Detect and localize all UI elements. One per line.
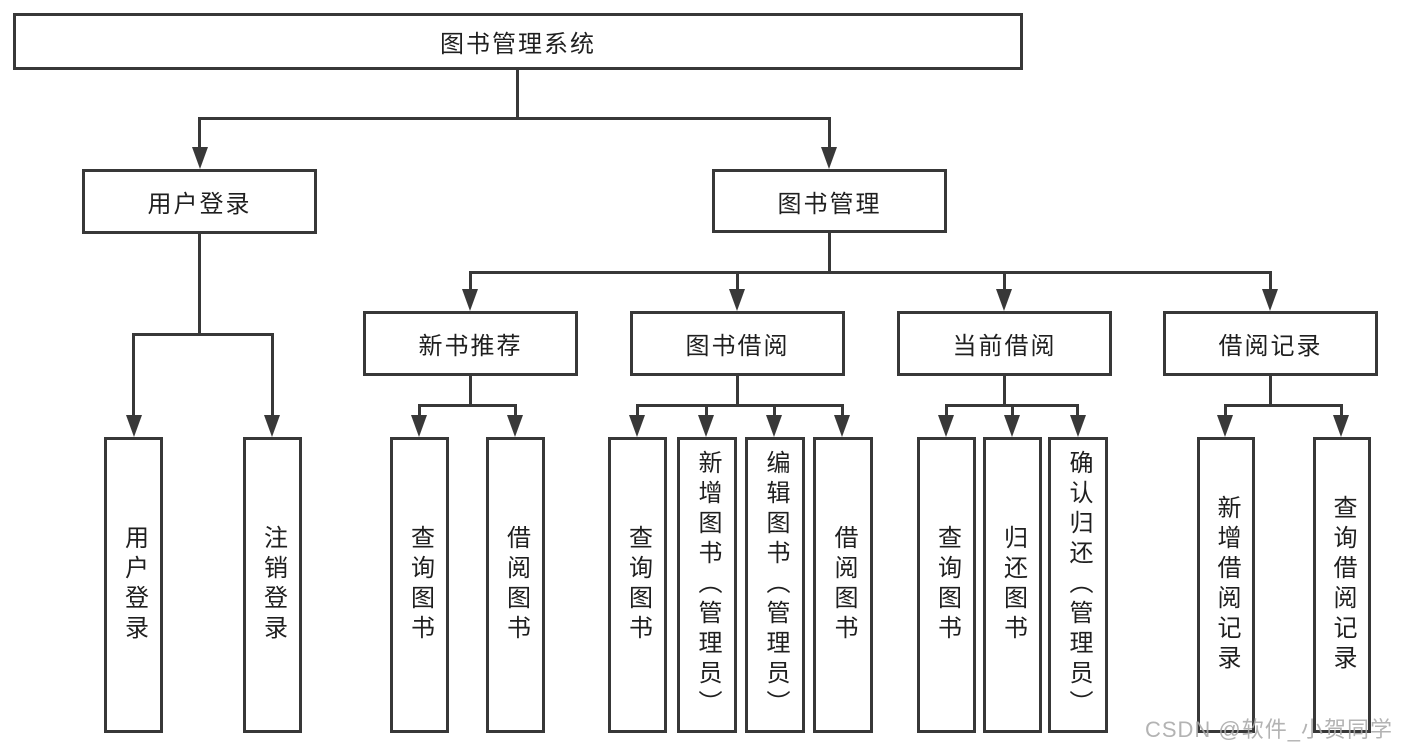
node-borrowing-records: 借阅记录 [1163, 311, 1378, 376]
leaf-edit-book-admin: 编辑图书（管理员） [745, 437, 805, 733]
leaf-query-books-borrowing: 查询图书 [608, 437, 667, 733]
connector-line [945, 404, 948, 416]
node-book-management: 图书管理 [712, 169, 947, 233]
leaf-query-books-recommend: 查询图书 [390, 437, 449, 733]
connector-line [469, 375, 472, 407]
connector-line [198, 117, 831, 120]
connector-line [1269, 271, 1272, 291]
connector-line [469, 271, 472, 291]
down-arrow [834, 415, 850, 437]
node-new-book-recommendation: 新书推荐 [363, 311, 578, 376]
down-arrow [462, 289, 478, 311]
connector-line [514, 404, 517, 416]
down-arrow [1070, 415, 1086, 437]
down-arrow [629, 415, 645, 437]
down-arrow [507, 415, 523, 437]
down-arrow [264, 415, 280, 437]
down-arrow [821, 147, 837, 169]
leaf-query-borrow-record: 查询借阅记录 [1313, 437, 1371, 733]
connector-line [1224, 404, 1227, 416]
connector-line [736, 375, 739, 407]
connector-line [828, 233, 831, 274]
connector-line [132, 333, 274, 336]
connector-line [736, 271, 739, 291]
leaf-borrow-books-borrowing: 借阅图书 [813, 437, 873, 733]
node-library-system: 图书管理系统 [13, 13, 1023, 70]
connector-line [271, 333, 274, 415]
connector-line [418, 404, 421, 416]
down-arrow [1004, 415, 1020, 437]
leaf-add-book-admin: 新增图书（管理员） [677, 437, 737, 733]
connector-line [132, 333, 135, 415]
connector-line [1076, 404, 1079, 416]
connector-line [1224, 404, 1343, 407]
csdn-watermark: CSDN @软件_小贺同学 [1144, 717, 1393, 742]
leaf-user-login: 用户登录 [104, 437, 163, 733]
down-arrow [938, 415, 954, 437]
down-arrow [411, 415, 427, 437]
down-arrow [192, 147, 208, 169]
down-arrow [1262, 289, 1278, 311]
connector-line [1340, 404, 1343, 416]
down-arrow [729, 289, 745, 311]
down-arrow [766, 415, 782, 437]
down-arrow [1217, 415, 1233, 437]
down-arrow [126, 415, 142, 437]
connector-line [1003, 271, 1006, 291]
down-arrow [996, 289, 1012, 311]
connector-line [828, 117, 831, 149]
leaf-add-borrow-record: 新增借阅记录 [1197, 437, 1255, 733]
connector-line [198, 117, 201, 149]
connector-line [773, 404, 776, 416]
leaf-borrow-books-recommend: 借阅图书 [486, 437, 545, 733]
connector-line [418, 404, 517, 407]
connector-line [1011, 404, 1014, 416]
connector-line [841, 404, 844, 416]
connector-line [636, 404, 639, 416]
node-user-login: 用户登录 [82, 169, 317, 234]
leaf-query-books-current: 查询图书 [917, 437, 976, 733]
connector-line [1003, 375, 1006, 407]
connector-line [198, 234, 201, 335]
connector-line [705, 404, 708, 416]
node-current-borrowing: 当前借阅 [897, 311, 1112, 376]
connector-line [636, 404, 844, 407]
connector-line [516, 69, 519, 118]
down-arrow [1333, 415, 1349, 437]
node-book-borrowing: 图书借阅 [630, 311, 845, 376]
leaf-return-books: 归还图书 [983, 437, 1042, 733]
down-arrow [698, 415, 714, 437]
leaf-confirm-return-admin: 确认归还（管理员） [1048, 437, 1108, 733]
leaf-logout: 注销登录 [243, 437, 302, 733]
connector-line [1269, 375, 1272, 407]
connector-line [469, 271, 1272, 274]
